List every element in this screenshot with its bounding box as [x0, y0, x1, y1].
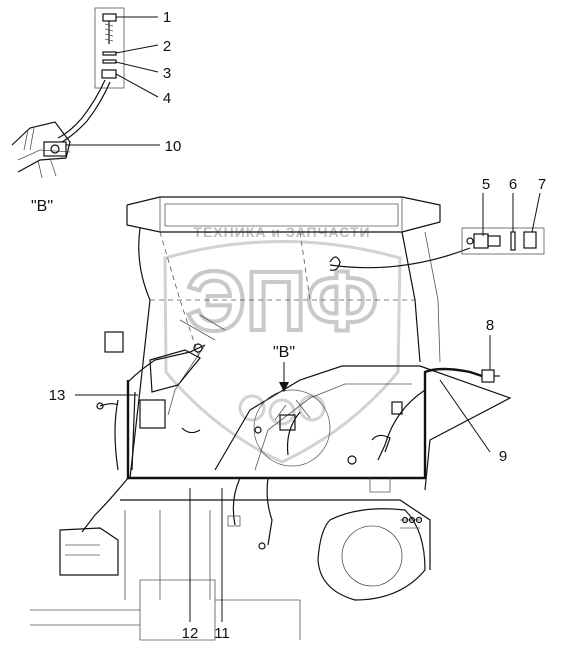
switch-icon [466, 233, 501, 249]
callout-6: 6 [509, 176, 517, 193]
relay-block [104, 331, 124, 353]
view-b-marker: "B" [273, 344, 295, 392]
callout-9: 9 [499, 448, 507, 465]
switch-assembly [461, 227, 545, 255]
nut-icon [101, 69, 117, 79]
detail-view-b [11, 79, 111, 179]
detail-view-title: "B" [31, 198, 53, 215]
fuse-box [149, 349, 201, 393]
callout-8: 8 [486, 317, 494, 334]
view-b-marker-label: "B" [273, 344, 295, 361]
rear-connector [481, 369, 500, 383]
center-details [227, 389, 403, 550]
callout-10: 10 [165, 138, 182, 155]
spring-washer-icon [102, 59, 117, 64]
control-unit [139, 399, 166, 429]
leader-lines [66, 16, 541, 622]
switch-harness [329, 247, 471, 271]
callout-11: 11 [214, 625, 230, 642]
callout-7: 7 [538, 176, 546, 193]
watermark: ТЕХНИКА и ЗАПЧАСТИ ЭПФ [163, 224, 402, 464]
washer-icon [102, 51, 117, 56]
callout-5: 5 [482, 176, 490, 193]
gasket-icon [510, 231, 516, 251]
callouts: 1 2 3 4 5 6 7 8 9 10 11 12 13 [49, 9, 547, 642]
main-harness [81, 344, 483, 546]
cap-nut-icon [523, 231, 537, 249]
bolt-icon [102, 13, 117, 44]
callout-12: 12 [182, 625, 199, 642]
callout-13: 13 [49, 387, 66, 404]
left-components [96, 314, 226, 434]
callout-4: 4 [163, 90, 171, 107]
cab-outline [126, 196, 441, 479]
callout-3: 3 [163, 65, 171, 82]
callout-1: 1 [163, 9, 171, 26]
callout-2: 2 [163, 38, 171, 55]
watermark-logo: ЭПФ [186, 254, 378, 348]
